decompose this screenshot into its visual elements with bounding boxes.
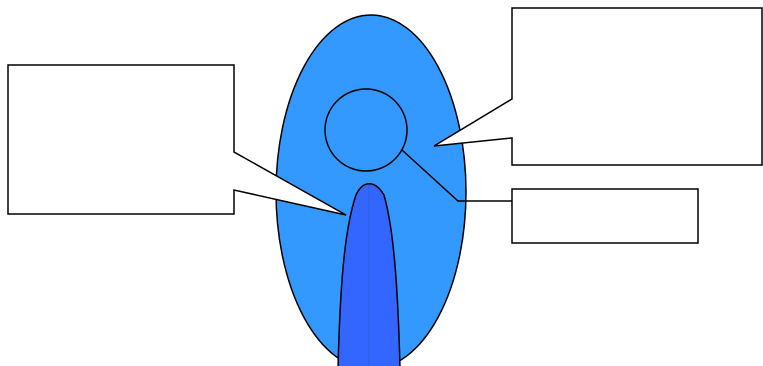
bottom-right-leader-line <box>401 149 512 202</box>
top-right-callout <box>433 7 763 166</box>
bottom-right-label-box <box>511 188 699 244</box>
top-circle <box>324 88 408 172</box>
left-callout <box>7 64 347 216</box>
